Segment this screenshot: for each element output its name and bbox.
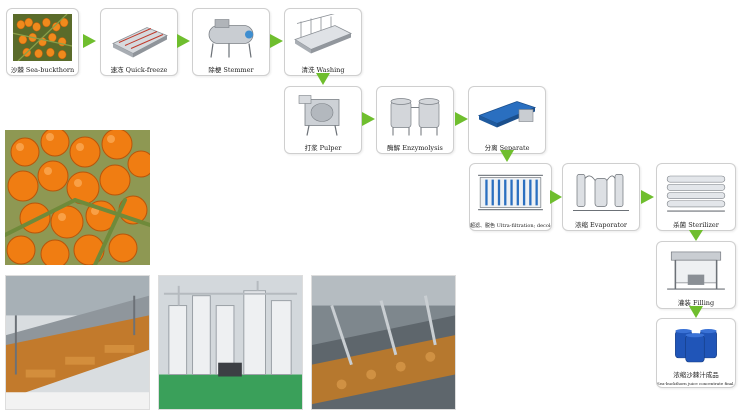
arrow-right	[83, 34, 96, 48]
step-label: 分离 Separate	[484, 144, 530, 152]
step-label: 浓缩 Evaporator	[574, 221, 628, 229]
step-filling: 灌装 Filling	[656, 241, 736, 309]
step-final-product: 浓缩沙棘汁成品 Sea-buckthorn juice concentrate …	[656, 318, 736, 388]
arrow-down	[689, 306, 703, 318]
filler-icon	[663, 247, 729, 294]
step-sea-buckthorn: 沙棘 Sea-buckthorn	[6, 8, 79, 76]
step-label: 超滤、脱色 Ultra-filtration; decolor	[470, 223, 552, 229]
step-quick-freeze: 速冻 Quick-freeze	[100, 8, 178, 76]
arrow-right	[270, 34, 283, 48]
arrow-right	[641, 190, 654, 204]
pulper-icon	[291, 92, 355, 139]
arrow-right	[177, 34, 190, 48]
step-label: 沙棘 Sea-buckthorn	[10, 66, 75, 74]
arrow-down	[500, 150, 514, 162]
arrow-right	[455, 112, 468, 126]
step-label: 浓缩沙棘汁成品	[673, 371, 719, 379]
step-separate: 分离 Separate	[468, 86, 546, 154]
step-sterilizer: 杀菌 Sterilizer	[656, 163, 736, 231]
step-stemmer: 除梗 Stemmer	[192, 8, 270, 76]
evaporator-icon	[569, 169, 633, 216]
step-pulper: 打浆 Pulper	[284, 86, 362, 154]
arrow-right	[550, 190, 562, 204]
step-label: 速冻 Quick-freeze	[110, 66, 168, 74]
step-label: 灌装 Filling	[677, 299, 715, 307]
centrifuge-icon	[475, 92, 539, 139]
arrow-down	[689, 230, 703, 241]
berries-icon	[13, 14, 72, 61]
step-label: 酶解 Enzymolysis	[387, 144, 443, 152]
drums-icon	[663, 324, 729, 367]
washer-icon	[291, 14, 355, 61]
tanks-icon	[383, 92, 447, 139]
sea-buckthorn-photo	[5, 130, 150, 265]
sterilizer-icon	[663, 169, 729, 216]
freezer-icon	[107, 14, 171, 61]
step-enzymolysis: 酶解 Enzymolysis	[376, 86, 454, 154]
step-washing: 清洗 Washing	[284, 8, 362, 76]
step-label: 杀菌 Sterilizer	[673, 221, 719, 229]
step-label: 清洗 Washing	[301, 66, 345, 74]
arrow-right	[362, 112, 375, 126]
step-evaporator: 浓缩 Evaporator	[562, 163, 640, 231]
step-label: 打浆 Pulper	[304, 144, 342, 152]
factory-photo-2	[158, 275, 303, 410]
factory-photo-1	[5, 275, 150, 410]
step-ultra-filtration: 超滤、脱色 Ultra-filtration; decolor	[469, 163, 552, 231]
stemmer-icon	[199, 14, 263, 61]
filtration-icon	[476, 169, 545, 216]
step-label: 除梗 Stemmer	[208, 66, 254, 74]
step-sublabel: Sea-buckthorn juice concentrate final pr…	[657, 381, 735, 386]
arrow-down	[316, 73, 330, 85]
factory-photo-3	[311, 275, 456, 410]
